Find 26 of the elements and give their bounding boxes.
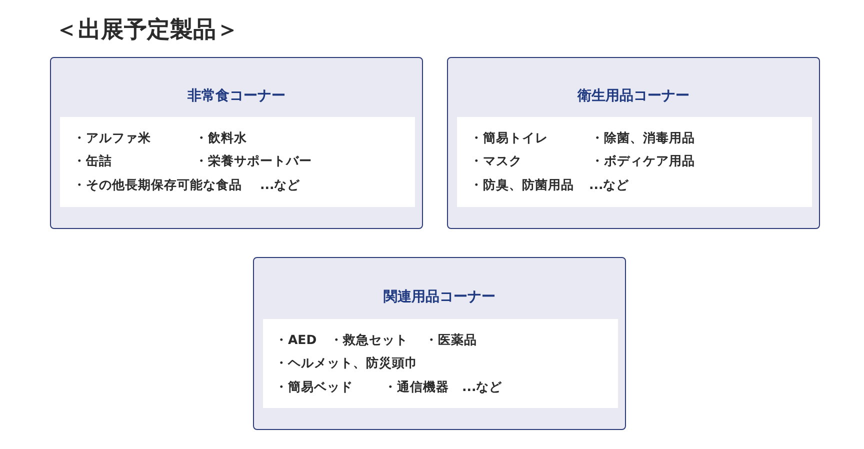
list-item: ・ボディケア用品	[591, 153, 695, 169]
list-item: ・栄養サポートバー	[195, 153, 312, 169]
list-item: ・通信機器	[384, 379, 449, 395]
card-heading: 非常食コーナー	[188, 88, 286, 104]
category-card	[447, 57, 820, 229]
category-card	[50, 57, 423, 229]
list-item: ...など	[589, 177, 630, 193]
heading: ＜出展予定製品＞	[55, 16, 239, 45]
card-heading: 衛生用品コーナー	[578, 88, 690, 104]
list-item: ・救急セット	[330, 332, 408, 348]
list-item: ...など	[260, 177, 300, 193]
list-item: ・マスク	[470, 153, 522, 169]
list-item: ...など	[462, 379, 502, 395]
list-item: ・アルファ米	[73, 130, 151, 146]
list-item: ・飲料水	[195, 130, 247, 146]
list-item: ・缶詰	[73, 153, 112, 169]
list-item: ・その他長期保存可能な食品	[73, 177, 242, 193]
list-item: ・医薬品	[425, 332, 477, 348]
list-item: ・除菌、消毒用品	[591, 130, 695, 146]
list-item: ・防臭、防菌用品	[470, 177, 574, 193]
list-item: ・ヘルメット、防災頭巾	[275, 355, 418, 371]
list-item: ・簡易ベッド	[275, 379, 353, 395]
card-heading: 関連用品コーナー	[384, 289, 496, 305]
category-card	[253, 257, 626, 430]
list-item: ・簡易トイレ	[470, 130, 548, 146]
list-item: ・AED	[275, 332, 317, 348]
